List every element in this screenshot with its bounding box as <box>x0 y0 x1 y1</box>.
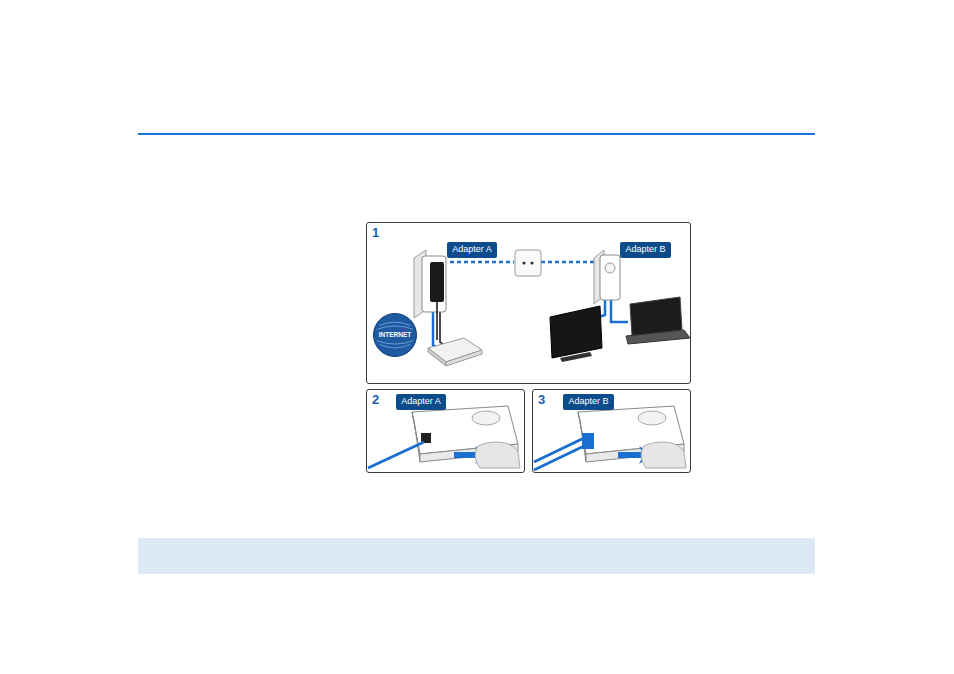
top-rule <box>138 133 815 135</box>
network-scene <box>414 250 690 366</box>
adapter-label: Adapter B <box>625 244 665 254</box>
adapter-badge: Adapter B <box>620 242 671 258</box>
adapter-a-closeup <box>368 406 520 468</box>
adapter-badge: Adapter B <box>563 394 614 410</box>
step-panel: 2 Adapter A <box>366 389 525 473</box>
adapter-label: Adapter A <box>452 244 492 254</box>
callout-number: 3 <box>538 392 545 407</box>
callout-number: 2 <box>372 392 379 407</box>
adapter-badge: Adapter A <box>396 394 446 410</box>
globe-label: INTERNET <box>379 331 412 339</box>
scene-panel: 1Adapter A Adapter B INTERNET <box>366 222 691 384</box>
adapter-label: Adapter A <box>401 396 441 406</box>
callout-number: 1 <box>372 225 379 240</box>
internet-globe: INTERNET <box>373 313 417 357</box>
adapter-b-closeup <box>534 406 686 470</box>
adapter-label: Adapter B <box>568 396 608 406</box>
adapter-badge: Adapter A <box>447 242 497 258</box>
step-panel: 3 Adapter B <box>532 389 691 473</box>
info-band <box>138 538 815 574</box>
